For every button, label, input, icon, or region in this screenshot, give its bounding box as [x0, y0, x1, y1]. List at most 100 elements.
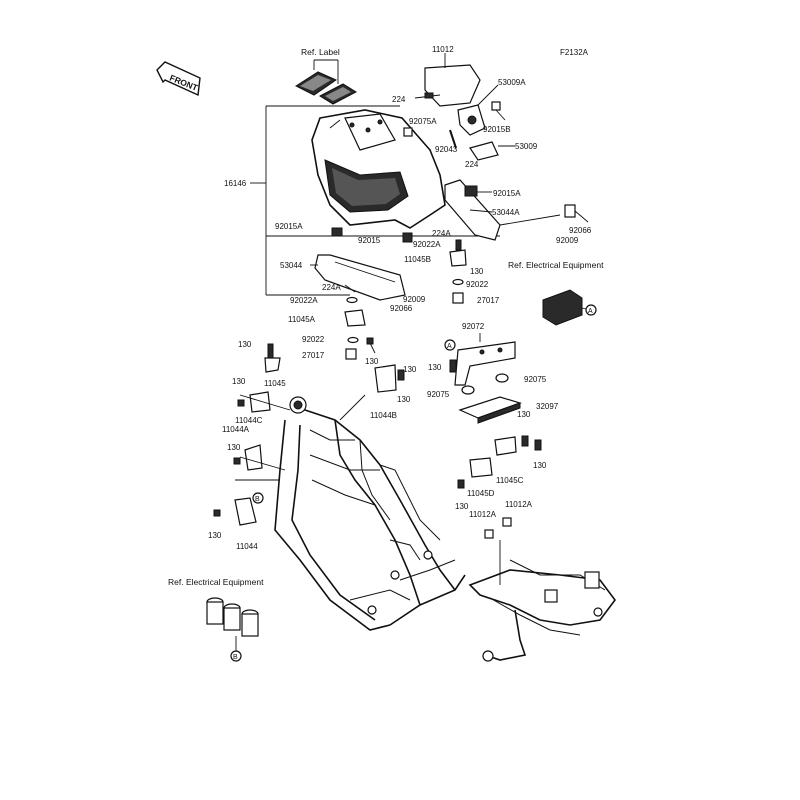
rubber-92075-l	[461, 385, 475, 395]
bracket-53009	[469, 141, 515, 161]
mount-53044a	[444, 179, 589, 241]
label-53009a: 53009A	[498, 78, 526, 87]
label-11044: 11044	[236, 542, 258, 551]
main-frame	[274, 396, 466, 631]
bracket-11045a	[344, 309, 366, 327]
label-92075-left: 92075	[427, 390, 450, 399]
label-92009-left: 92009	[403, 295, 426, 304]
battery-case-32097	[458, 396, 522, 424]
label-27017-right: 27017	[477, 296, 500, 305]
bracket-53009a	[457, 84, 499, 136]
bracket-11044b	[374, 364, 405, 393]
label-11044c: 11044C	[235, 416, 263, 425]
bracket-11045d	[457, 457, 493, 489]
bracket-11045	[264, 343, 281, 373]
label-92066-right: 92066	[569, 226, 592, 235]
label-224-mid: 224	[465, 160, 479, 169]
bracket-11044c	[237, 391, 271, 413]
label-130-l: 130	[208, 531, 222, 540]
label-224a-left: 224A	[322, 283, 341, 292]
marker-a-right: A	[588, 308, 593, 315]
rubber-92075a	[403, 127, 413, 137]
label-11045b: 11045B	[404, 255, 431, 264]
label-92075-right: 92075	[524, 375, 547, 384]
figure-code: F2132A	[560, 48, 589, 57]
ref-label-heading: Ref. Label	[301, 47, 340, 57]
damper-27017-l	[345, 348, 357, 360]
label-16146: 16146	[224, 179, 247, 188]
label-130-k: 130	[455, 502, 469, 511]
tank-bracket-lines	[250, 105, 500, 296]
leader-lines	[235, 394, 501, 585]
damper-27017-r	[452, 292, 464, 304]
rubber-92015a-left	[331, 227, 343, 237]
mount-53044	[310, 254, 406, 301]
label-224a-right: 224A	[432, 229, 451, 238]
screw-224-top	[414, 92, 441, 99]
label-11045a: 11045A	[288, 315, 316, 324]
label-130-f: 130	[232, 377, 246, 386]
label-92022-left: 92022	[302, 335, 325, 344]
bolt-130-c	[366, 337, 376, 354]
washer-92022-l	[347, 336, 359, 344]
label-130-j: 130	[533, 461, 547, 470]
label-53009: 53009	[515, 142, 538, 151]
label-92015: 92015	[358, 236, 381, 245]
label-92043: 92043	[435, 145, 458, 154]
ref-electrical-left: Ref. Electrical Equipment	[168, 577, 264, 587]
label-92072: 92072	[462, 322, 485, 331]
label-92075a: 92075A	[409, 117, 437, 126]
rear-subframe	[468, 559, 616, 662]
label-92022-right: 92022	[466, 280, 489, 289]
label-27017-left: 27017	[302, 351, 325, 360]
label-92009-right: 92009	[556, 236, 579, 245]
screw-224a-l	[344, 284, 356, 293]
marker-a-left: A	[444, 339, 456, 351]
label-92066-left: 92066	[390, 304, 413, 313]
label-11012: 11012	[432, 45, 454, 54]
bracket-11045c	[494, 435, 542, 456]
label-11045c: 11045C	[496, 476, 524, 485]
label-53044: 53044	[280, 261, 303, 270]
bracket-11044: B	[213, 492, 264, 526]
label-130-e: 130	[428, 363, 442, 372]
marker-a-left-label: A	[447, 343, 452, 350]
collar-92015	[402, 232, 413, 243]
label-11012a-left: 11012A	[469, 510, 497, 519]
washer-92022-r	[452, 278, 464, 286]
label-32097: 32097	[536, 402, 559, 411]
bracket-11045b	[449, 239, 467, 267]
label-92022a-left: 92022A	[290, 296, 318, 305]
rubber-92075-r	[495, 373, 509, 383]
relay-stack-icon: B	[206, 597, 259, 662]
label-130-g: 130	[397, 395, 411, 404]
label-11045: 11045	[264, 379, 286, 388]
pin-92043	[449, 129, 457, 149]
label-11012a-right: 11012A	[505, 500, 533, 509]
fuel-tank-assembly	[311, 109, 446, 229]
label-130-d: 130	[403, 365, 417, 374]
label-92022a-right: 92022A	[413, 240, 441, 249]
rubber-11012a	[484, 517, 512, 539]
marker-b-bottom: B	[233, 654, 238, 661]
bolt-92015b	[491, 101, 506, 121]
front-arrow-icon: FRONT	[156, 61, 201, 97]
label-11044b: 11044B	[370, 411, 397, 420]
label-11045d: 11045D	[467, 489, 495, 498]
label-130-c: 130	[365, 357, 379, 366]
washer-92022a-l	[346, 296, 358, 304]
label-92015a-left: 92015A	[275, 222, 303, 231]
battery-holder-92072	[454, 333, 516, 386]
label-53044a: 53044A	[492, 208, 520, 217]
label-92015a-right: 92015A	[493, 189, 521, 198]
ref-electrical-right: Ref. Electrical Equipment	[508, 260, 604, 270]
label-11044a: 11044A	[222, 425, 250, 434]
marker-b-top: B	[255, 496, 260, 503]
label-130-h: 130	[517, 410, 531, 419]
bracket-11044a	[233, 444, 263, 471]
cover-plate-11012	[424, 53, 481, 107]
label-92015b: 92015B	[483, 125, 511, 134]
label-130-i: 130	[227, 443, 241, 452]
